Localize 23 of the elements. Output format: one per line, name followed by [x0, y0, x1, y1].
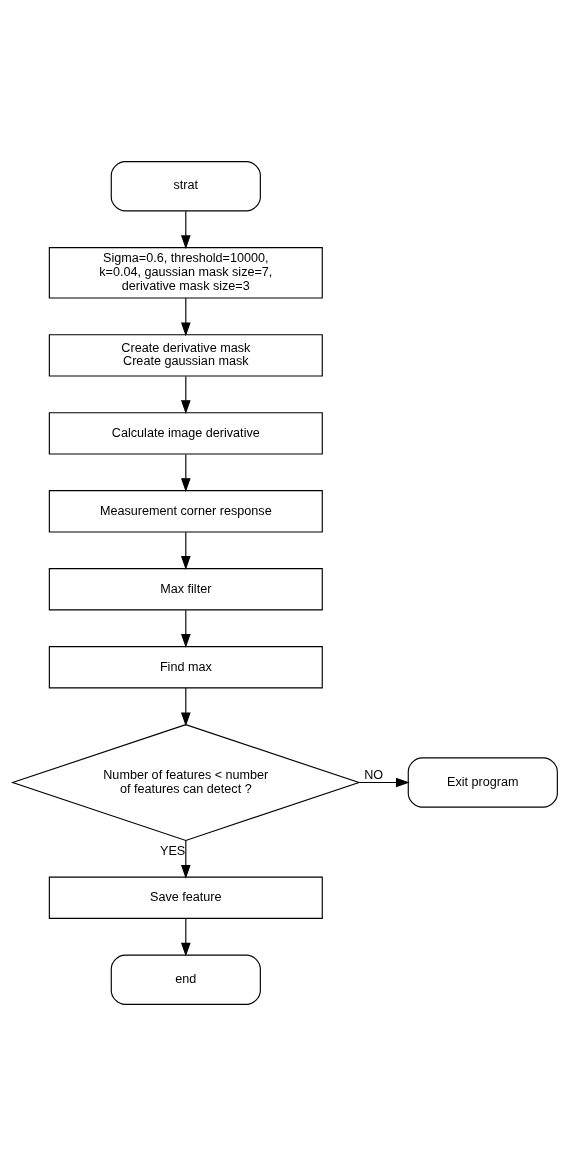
node-box: Sigma=0.6, threshold=10000, k=0.04, gaussian mask size=7, derivative mask size=3 [48, 246, 323, 299]
node-box: Exit program [407, 756, 558, 808]
node-box: strat [110, 160, 261, 211]
arrow [181, 609, 191, 648]
arrow [181, 453, 191, 492]
node-box: Create derivative mask Create gaussian mask [48, 333, 323, 377]
node-box: Measurement corner response [48, 489, 323, 533]
node-box: Calculate image derivative [48, 411, 323, 455]
node-box: Save feature [48, 876, 323, 919]
arrow [181, 531, 191, 570]
node-box: Max filter [48, 567, 323, 611]
arrow [181, 839, 191, 879]
edge-label: YES [160, 843, 186, 858]
arrow [181, 687, 191, 726]
edge-label: NO [364, 767, 384, 782]
node-box: Find max [48, 645, 323, 688]
node-box: end [110, 954, 261, 1005]
node-diamond: Number of features < number of features can detect ? [10, 723, 361, 841]
arrow [181, 917, 191, 957]
arrow [181, 210, 191, 249]
arrow [358, 777, 410, 787]
arrow [181, 375, 191, 414]
arrow [181, 296, 191, 336]
